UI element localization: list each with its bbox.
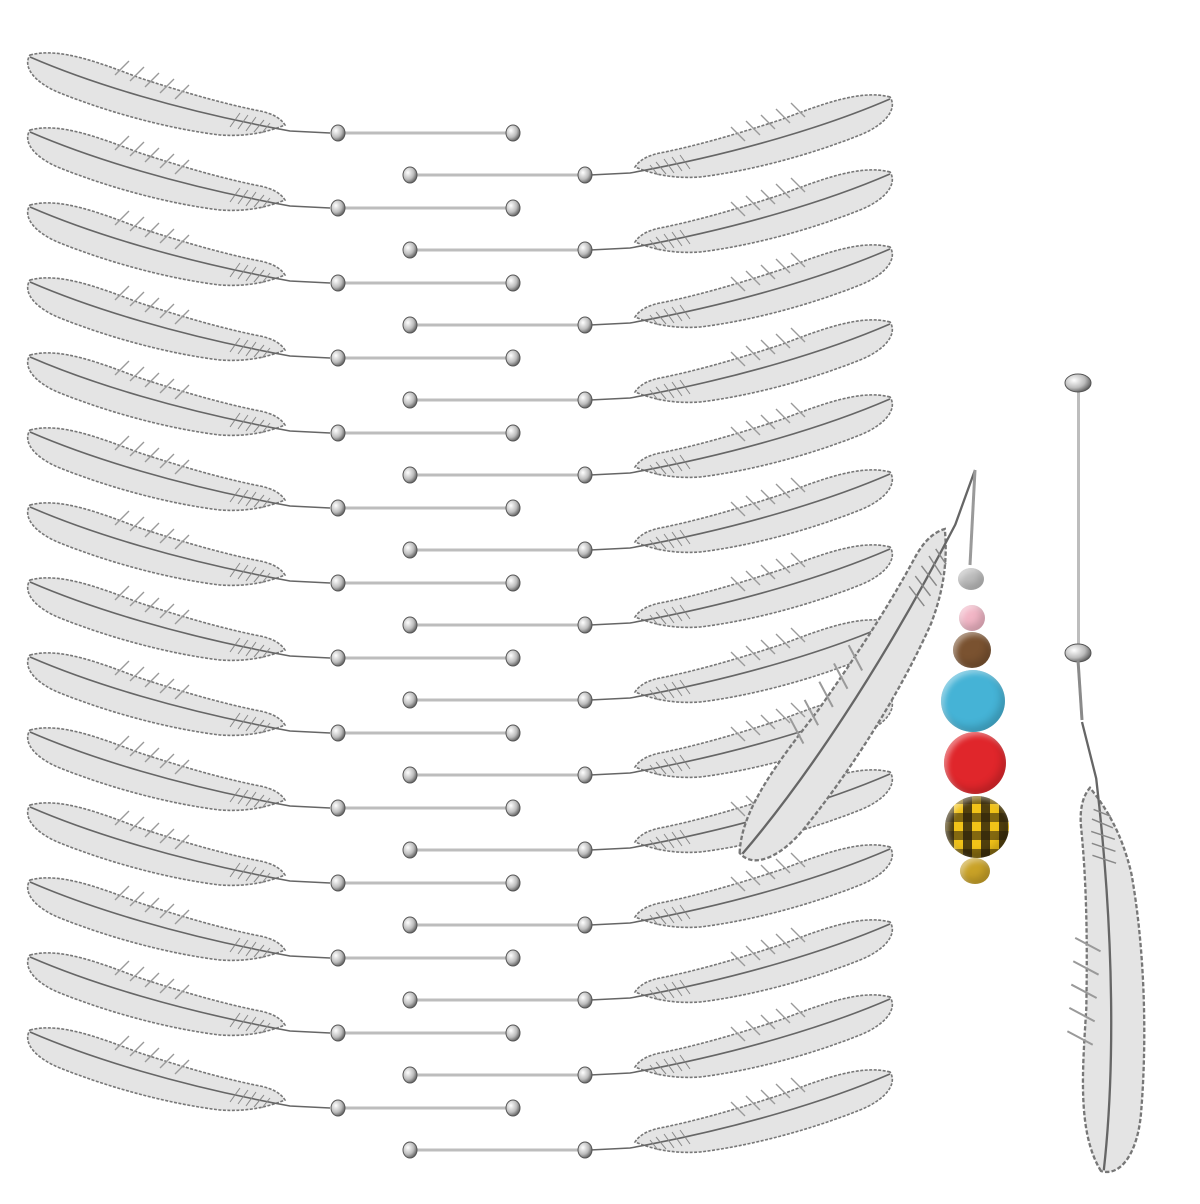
right-feather-bookmark — [402, 394, 894, 484]
right-feather-bookmark — [402, 169, 894, 259]
left-feather-bookmark — [26, 1027, 521, 1117]
right-feather-bookmark — [402, 1069, 894, 1159]
pink-bead — [959, 605, 985, 631]
right-feather-bookmark — [402, 544, 894, 634]
right-feather-bookmark — [402, 319, 894, 409]
turquoise-bead — [941, 670, 1005, 732]
silver-cap-bead — [958, 568, 984, 590]
right-feather-bookmark — [402, 94, 894, 184]
left-feather-bookmark — [26, 952, 521, 1042]
left-feather-bookmark — [26, 577, 521, 667]
gold-end-bead — [960, 858, 990, 884]
right-feather-bookmark — [402, 919, 894, 1009]
left-feather-bookmark — [26, 502, 521, 592]
left-feather-bookmark — [26, 427, 521, 517]
left-feather-bookmark — [26, 727, 521, 817]
wood-bead — [953, 632, 991, 668]
left-feather-bookmark — [26, 277, 521, 367]
left-feather-bookmark — [26, 202, 521, 292]
right-feather-bookmark — [402, 244, 894, 334]
left-feather-bookmark — [26, 127, 521, 217]
left-feather-bookmark — [26, 802, 521, 892]
featured-bar-pin — [969, 373, 1200, 1177]
red-bead — [944, 732, 1006, 794]
right-feather-bookmark — [402, 619, 894, 709]
buffalo-plaid-bead — [945, 796, 1009, 858]
left-feather-bookmark — [26, 652, 521, 742]
left-feather-bookmark — [26, 877, 521, 967]
right-feather-bookmark — [402, 469, 894, 559]
bead-stack — [930, 560, 1030, 900]
right-feather-bookmark — [402, 844, 894, 934]
left-feather-bookmark — [26, 52, 521, 142]
right-feather-bookmark — [402, 994, 894, 1084]
left-feather-bookmark — [26, 352, 521, 442]
